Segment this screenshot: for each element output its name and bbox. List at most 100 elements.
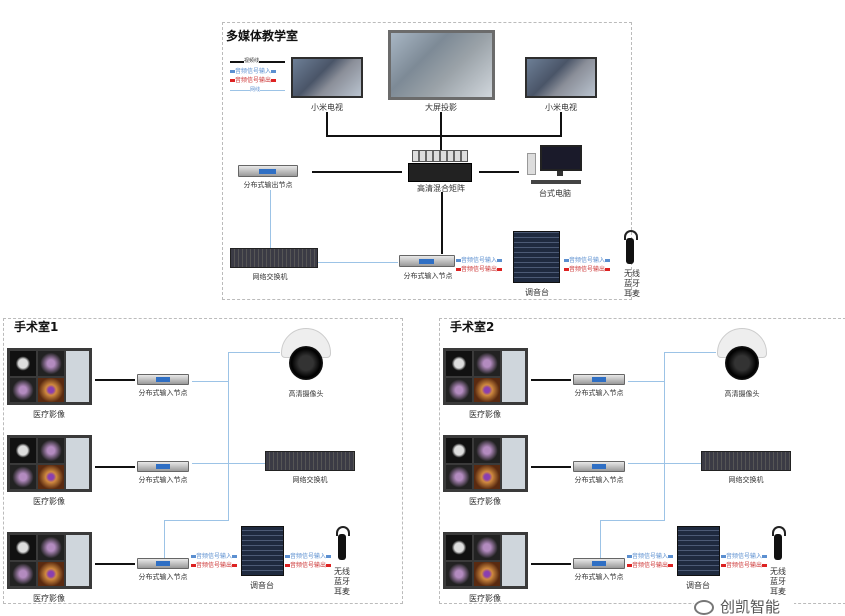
network-cable <box>164 520 229 521</box>
tv-left-label: 小米电视 <box>311 103 343 112</box>
medical-imaging-label: 医疗影像 <box>469 410 501 419</box>
legend-audio-in: 音频信号输入 <box>230 67 277 76</box>
input-node <box>573 374 625 385</box>
classroom-title: 多媒体教学室 <box>226 29 299 43</box>
hd-matrix <box>408 150 472 182</box>
network-cable <box>628 463 701 464</box>
headset-label-3: 耳麦 <box>624 289 640 298</box>
operating-room-panel <box>3 318 403 604</box>
audio-signal-labels: 音频信号输入音频信号输出 <box>564 256 611 274</box>
medical-imaging-label: 医疗影像 <box>33 410 65 419</box>
input-node <box>137 558 189 569</box>
medical-imaging-monitor <box>443 348 528 405</box>
cable <box>531 466 571 468</box>
hd-matrix-label: 高清混合矩阵 <box>417 184 465 193</box>
input-node-label: 分布式输入节点 <box>138 476 188 484</box>
input-node <box>573 558 625 569</box>
legend-video-label: 视频线 <box>244 57 260 66</box>
watermark-text: 创凯智能 <box>720 598 781 616</box>
hd-camera-label: 高清摄像头 <box>288 390 324 398</box>
cable <box>560 112 562 136</box>
medical-imaging-monitor <box>443 532 528 589</box>
network-cable <box>192 463 265 464</box>
legend-audio-out: 音频信号输出 <box>230 76 277 85</box>
audio-in-label: 音频信号输入 <box>569 257 606 264</box>
pc-monitor <box>540 145 582 171</box>
network-cable <box>228 352 280 353</box>
operating-room-panel <box>439 318 845 604</box>
pc-tower <box>527 153 536 175</box>
medical-imaging-monitor <box>443 435 528 492</box>
medical-imaging-monitor <box>7 348 92 405</box>
pc-keyboard <box>531 180 581 184</box>
audio-out-label: 音频信号输出 <box>196 562 233 569</box>
network-cable <box>600 520 665 521</box>
network-cable <box>664 352 665 520</box>
network-switch <box>701 451 791 471</box>
cable <box>531 379 571 381</box>
input-node-label: 分布式输入节点 <box>138 573 188 581</box>
output-node-label: 分布式输出节点 <box>243 181 293 189</box>
cable <box>326 112 328 136</box>
network-cable <box>628 381 664 382</box>
input-node <box>137 461 189 472</box>
tv-right-label: 小米电视 <box>545 103 577 112</box>
audio-signal-labels: 音频信号输入音频信号输出 <box>627 552 674 570</box>
hd-camera <box>281 328 331 384</box>
legend-audio-out-label: 音频信号输出 <box>235 77 272 84</box>
input-node-label: 分布式输入节点 <box>574 476 624 484</box>
cable <box>440 112 442 152</box>
operating-room-title: 手术室2 <box>450 320 495 334</box>
medical-imaging-label: 医疗影像 <box>469 594 501 603</box>
network-switch <box>265 451 355 471</box>
mixer-label: 调音台 <box>686 581 710 590</box>
input-node-label: 分布式输入节点 <box>574 389 624 397</box>
classroom-panel <box>222 22 632 300</box>
cable <box>326 135 562 137</box>
headset-label: 蓝牙 <box>770 577 786 586</box>
medical-imaging-label: 医疗影像 <box>33 497 65 506</box>
audio-in-label: 音频信号输入 <box>290 553 327 560</box>
mixer-label: 调音台 <box>525 288 549 297</box>
cable <box>312 171 402 173</box>
projector-screen <box>388 30 495 100</box>
audio-out-label: 音频信号输出 <box>726 562 763 569</box>
network-cable <box>192 381 228 382</box>
mixer <box>677 526 720 576</box>
mixer <box>513 231 560 283</box>
audio-in-label: 音频信号输入 <box>726 553 763 560</box>
medical-imaging-monitor <box>7 532 92 589</box>
network-cable <box>228 352 229 520</box>
headset-label: 无线 <box>334 567 350 576</box>
network-switch <box>230 248 318 268</box>
projector-label: 大屏投影 <box>425 103 457 112</box>
medical-imaging-label: 医疗影像 <box>33 594 65 603</box>
input-node <box>137 374 189 385</box>
headset-label: 蓝牙 <box>334 577 350 586</box>
mixer <box>241 526 284 576</box>
network-cable <box>164 520 165 558</box>
watermark: 创凯智能 <box>694 599 794 616</box>
headset-label: 耳麦 <box>770 587 786 596</box>
bluetooth-headset <box>770 526 788 562</box>
legend-audio-in-label: 音频信号输入 <box>235 68 272 75</box>
input-node-label: 分布式输入节点 <box>403 272 453 280</box>
network-cable <box>318 262 398 263</box>
medical-imaging-monitor <box>7 435 92 492</box>
audio-in-label: 音频信号输入 <box>196 553 233 560</box>
medical-imaging-label: 医疗影像 <box>469 497 501 506</box>
audio-out-label: 音频信号输出 <box>632 562 669 569</box>
cable <box>95 563 135 565</box>
output-node <box>238 165 298 177</box>
bluetooth-headset <box>334 526 352 562</box>
audio-signal-labels: 音频信号输入音频信号输出 <box>456 256 503 274</box>
wechat-icon <box>694 600 714 615</box>
headset-label: 无线 <box>770 567 786 576</box>
audio-in-label: 音频信号输入 <box>461 257 498 264</box>
audio-signal-labels: 音频信号输入音频信号输出 <box>721 552 768 570</box>
input-node-label: 分布式输入节点 <box>138 389 188 397</box>
input-node-label: 分布式输入节点 <box>574 573 624 581</box>
pc-label: 台式电脑 <box>539 189 571 198</box>
network-cable <box>600 520 601 558</box>
tv-right <box>525 57 597 98</box>
